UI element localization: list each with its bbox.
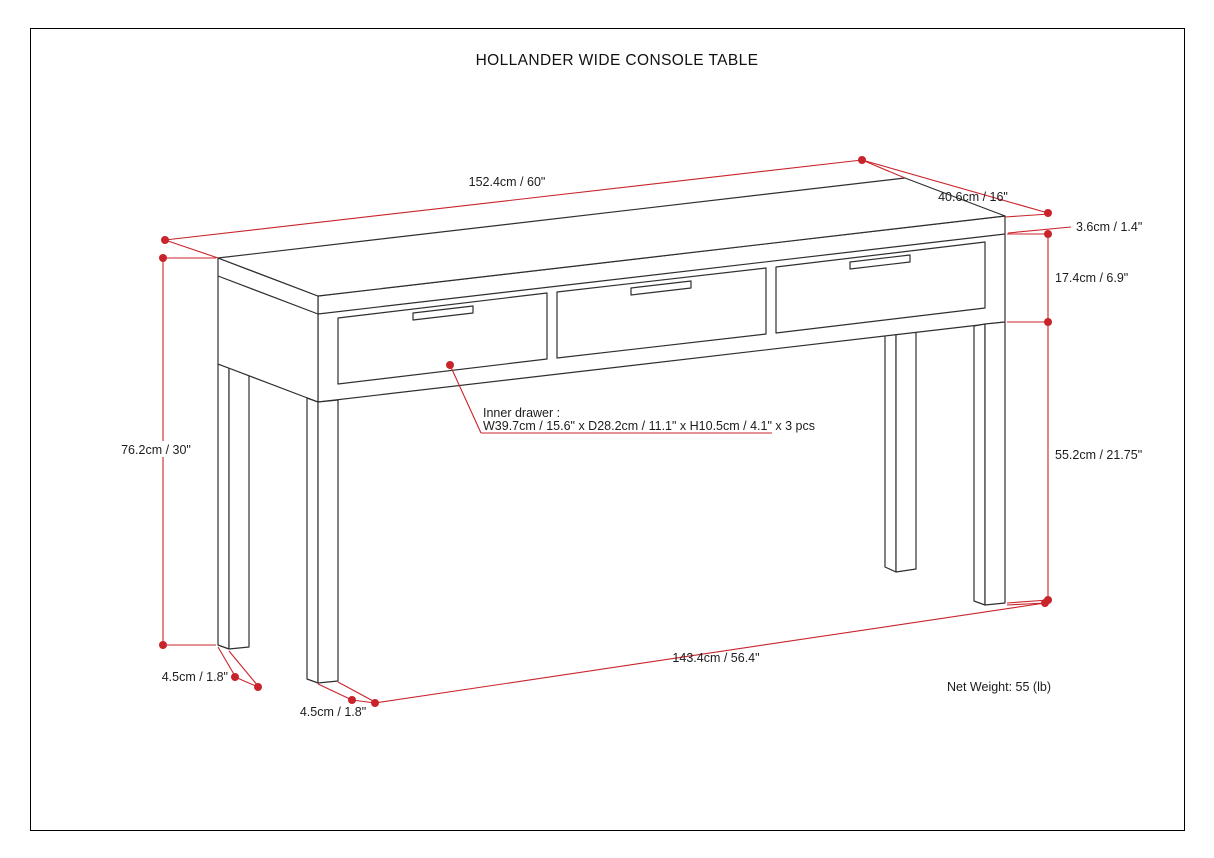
front-right-leg-front: [984, 321, 1006, 606]
back-left-leg-front: [228, 365, 250, 650]
dim-apron-dot-top: [1044, 230, 1052, 238]
dim-top-thickness-leader: [1007, 226, 1072, 234]
dim-height-dot-top: [159, 254, 167, 262]
dim-length: 152.4cm / 60": [161, 156, 906, 259]
dim-leg-height-label: 55.2cm / 21.75": [1055, 448, 1142, 462]
drawer-2: [556, 267, 767, 359]
dim-span-line: [374, 602, 1046, 704]
dim-leg-width-ext-left: [317, 683, 353, 701]
dim-leg-depth-line: [234, 676, 259, 688]
drawer-1: [337, 292, 548, 385]
dim-length-label: 152.4cm / 60": [469, 175, 546, 189]
dim-span-label: 143.4cm / 56.4": [672, 651, 759, 665]
dim-top-thickness: 3.6cm / 1.4": [1007, 220, 1142, 234]
dim-height-label: 76.2cm / 30": [121, 443, 191, 457]
dim-leg-depth-label: 4.5cm / 1.8": [162, 670, 228, 684]
dim-length-line: [164, 159, 863, 241]
dim-depth-dot: [1044, 209, 1052, 217]
dim-top-thickness-label: 3.6cm / 1.4": [1076, 220, 1142, 234]
tabletop-edge-front: [317, 233, 1006, 315]
page-border: [30, 28, 1185, 831]
dim-leg-depth-ext-right: [228, 650, 259, 687]
dim-height-label-bg: [110, 441, 202, 457]
back-left-leg: [217, 363, 250, 650]
drawer-3-front: [775, 241, 986, 334]
dim-length-ext-left: [164, 239, 219, 259]
front-left-leg-front: [317, 399, 339, 684]
drawer-3: [775, 241, 986, 334]
dim-depth-line: [861, 159, 1049, 214]
dim-leg-width-ext-right: [337, 681, 376, 703]
drawer-3-handle: [849, 254, 911, 270]
dim-height-dot-bottom: [159, 641, 167, 649]
back-left-leg-side: [217, 363, 230, 650]
dim-depth-ext: [1004, 213, 1050, 218]
dim-apron-height: 17.4cm / 6.9": [1007, 230, 1128, 326]
inner-drawer-callout: Inner drawer : W39.7cm / 15.6" x D28.2cm…: [446, 361, 815, 434]
drawer-1-handle: [412, 305, 474, 321]
inner-drawer-leader: [449, 364, 482, 434]
front-left-leg: [306, 397, 339, 684]
dim-leg-depth-dot-left: [231, 673, 239, 681]
net-weight-label: Net Weight: 55 (lb): [947, 680, 1051, 694]
console-table-drawing: [217, 177, 1006, 684]
dim-overall-height: 76.2cm / 30": [110, 254, 216, 649]
dim-leg-width: 4.5cm / 1.8": [300, 681, 376, 719]
drawer-2-handle: [630, 280, 692, 296]
dim-leg-depth: 4.5cm / 1.8": [162, 646, 262, 691]
dim-leg-depth-dot-right: [254, 683, 262, 691]
tabletop-face: [217, 177, 1006, 297]
front-right-leg-side: [973, 323, 986, 606]
dim-length-ext-right: [861, 159, 906, 179]
dim-leg-height-ext: [1006, 599, 1049, 604]
dim-depth: 40.6cm / 16": [861, 159, 1052, 218]
dim-depth-label: 40.6cm / 16": [938, 190, 1008, 204]
dim-leg-height: 55.2cm / 21.75": [1006, 322, 1142, 604]
dim-leg-width-dot: [348, 696, 356, 704]
dim-apron-label: 17.4cm / 6.9": [1055, 271, 1128, 285]
tabletop-edge-left: [217, 275, 319, 315]
drawer-1-front: [337, 292, 548, 385]
dim-span-ext-right: [1006, 602, 1046, 606]
drawer-2-front: [556, 267, 767, 359]
dim-leg-depth-ext-left: [217, 646, 236, 677]
dim-length-dot-left: [161, 236, 169, 244]
front-left-leg-side: [306, 397, 319, 684]
dim-leg-width-label: 4.5cm / 1.8": [300, 705, 366, 719]
dim-front-span: 143.4cm / 56.4": [371, 599, 1049, 707]
front-right-leg: [973, 321, 1006, 606]
page-title: HOLLANDER WIDE CONSOLE TABLE: [476, 52, 759, 69]
inner-drawer-specs: W39.7cm / 15.6" x D28.2cm / 11.1" x H10.…: [483, 419, 815, 433]
dim-span-dot-right: [1041, 599, 1049, 607]
inner-drawer-title: Inner drawer :: [483, 406, 560, 420]
